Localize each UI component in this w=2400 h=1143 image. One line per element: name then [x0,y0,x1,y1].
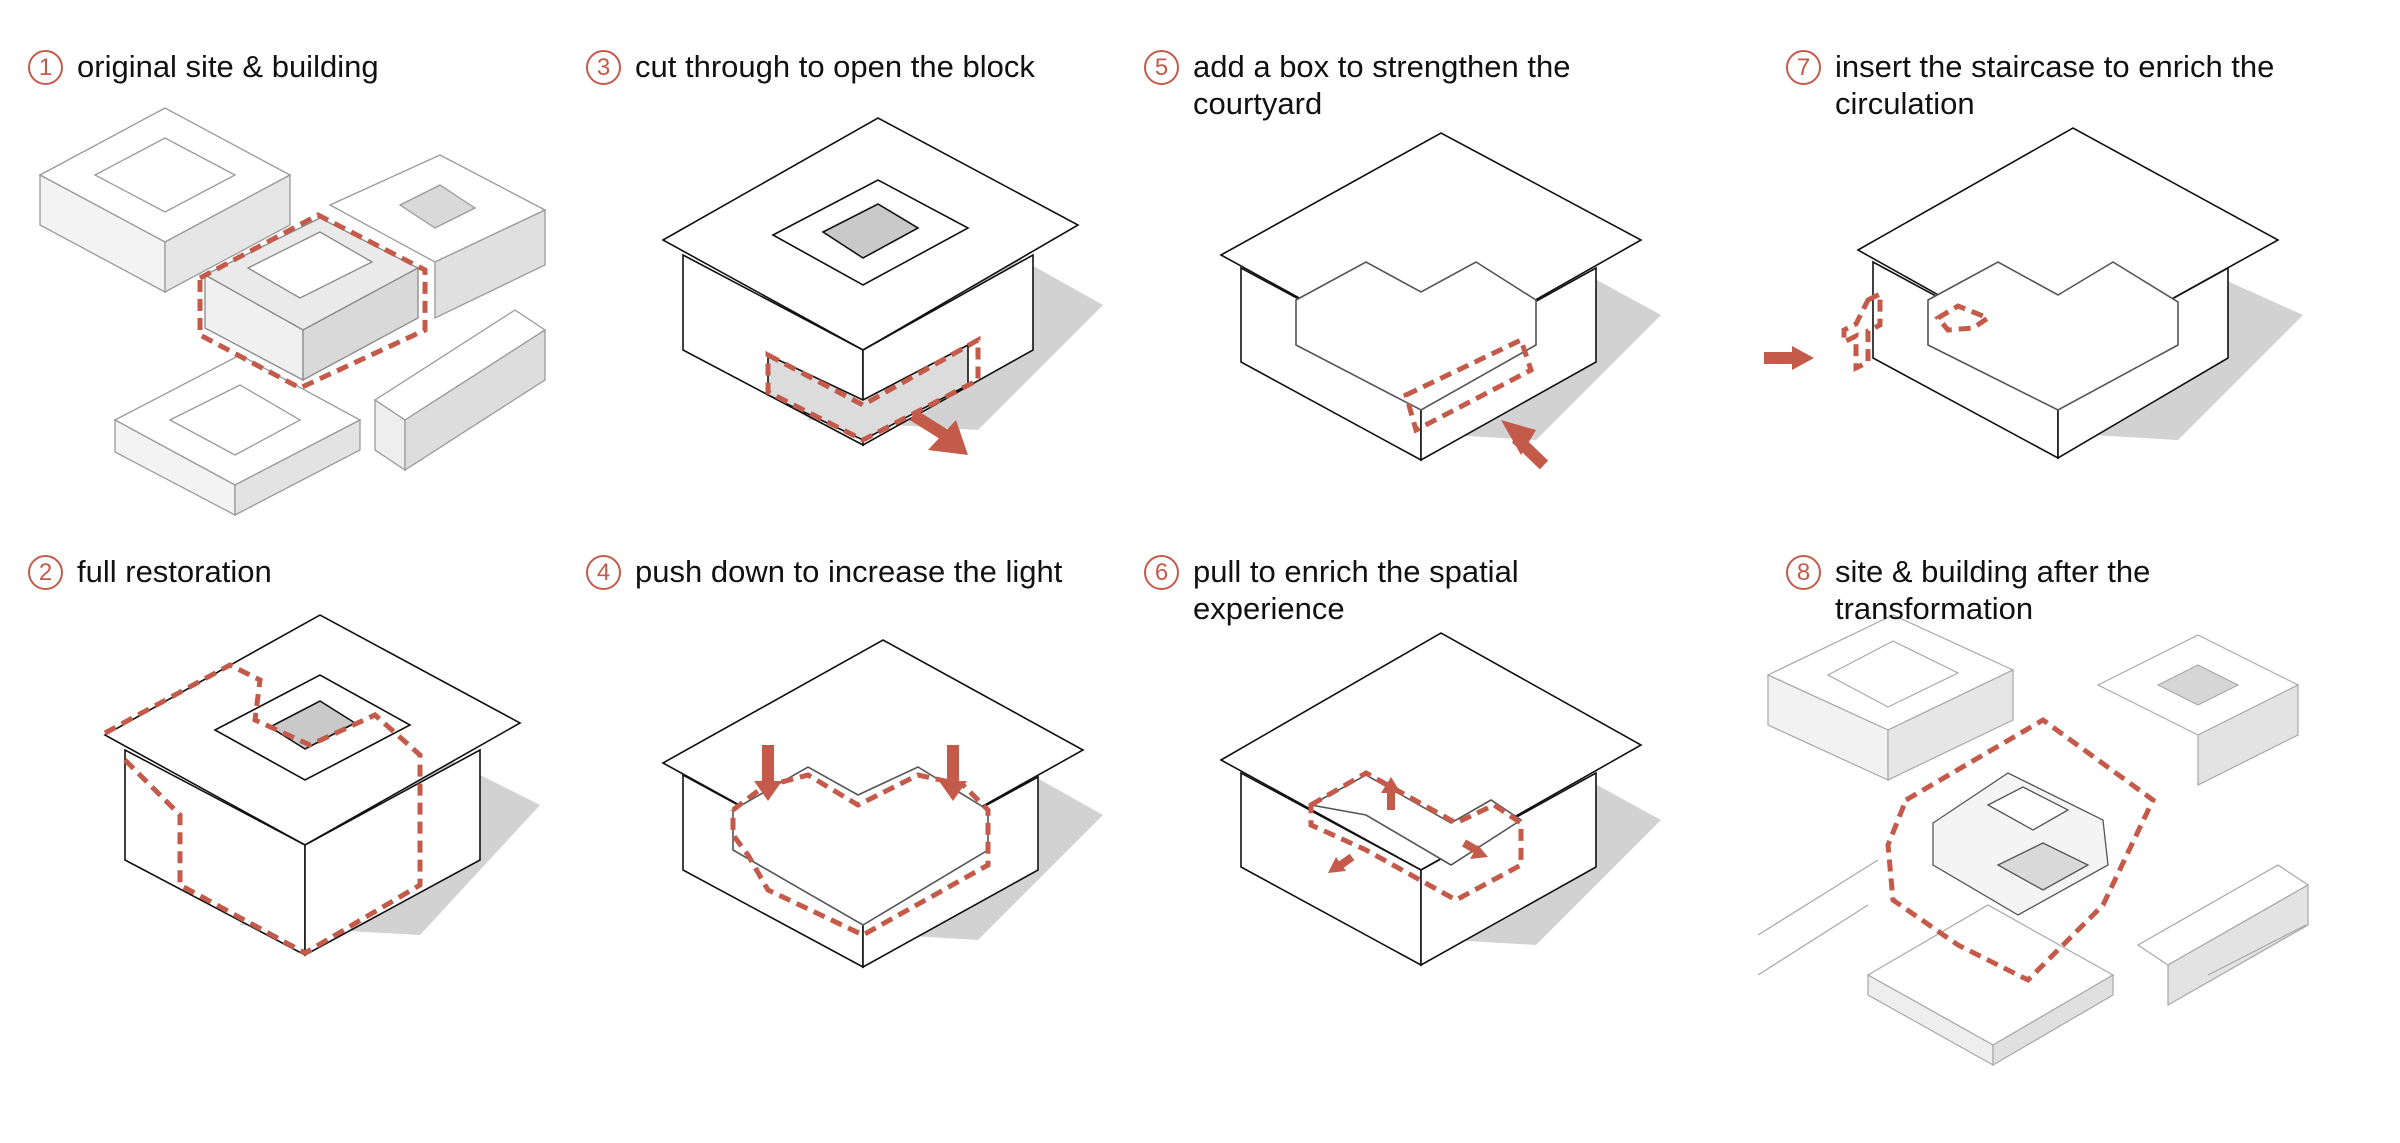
step-caption-2: 2 full restoration [28,553,272,590]
step-panel-6: 6 pull to enrich the spatial experience [1116,505,1676,1025]
step-caption-4: 4 push down to increase the light [586,553,1062,590]
step-panel-7: 7 insert the staircase to enrich the cir… [1758,0,2318,520]
step-label-3: cut through to open the block [635,49,1035,84]
step-number-8: 8 [1786,555,1821,590]
step-number-1: 1 [28,50,63,85]
step-caption-3: 3 cut through to open the block [586,48,1035,85]
step-number-6: 6 [1144,555,1179,590]
step-panel-5: 5 add a box to strengthen the courtyard [1116,0,1676,520]
step-caption-5: 5 add a box to strengthen the courtyard [1144,48,1676,122]
step-label-2: full restoration [77,554,272,589]
step-panel-1: 1 original site & building [0,0,560,520]
step-label-7: insert the staircase to enrich the circu… [1835,49,2275,121]
step-caption-1: 1 original site & building [28,48,379,85]
diagram-pull [1116,505,1676,1025]
step-label-8: site & building after the transformation [1835,554,2151,626]
diagram-add-box [1116,0,1676,520]
step-label-1: original site & building [77,49,379,84]
diagram-insert-staircase [1758,0,2318,520]
step-label-6: pull to enrich the spatial experience [1193,554,1519,626]
diagram-full-restoration [0,505,560,1025]
step-number-2: 2 [28,555,63,590]
diagram-after-transformation [1757,505,2318,1067]
step-caption-8: 8 site & building after the transformati… [1786,553,2318,627]
step-caption-7: 7 insert the staircase to enrich the cir… [1786,48,2274,122]
diagram-original-site [0,0,560,520]
step-panel-8: 8 site & building after the transformati… [1757,505,2318,1067]
step-number-3: 3 [586,50,621,85]
step-number-5: 5 [1144,50,1179,85]
step-caption-6: 6 pull to enrich the spatial experience [1144,553,1676,627]
step-label-5: add a box to strengthen the courtyard [1193,49,1571,121]
step-panel-2: 2 full restoration [0,505,560,1025]
diagram-push-down [558,505,1118,1025]
step-panel-4: 4 push down to increase the light [558,505,1118,1025]
step-number-4: 4 [586,555,621,590]
step-number-7: 7 [1786,50,1821,85]
step-label-4: push down to increase the light [635,554,1063,589]
diagram-cut-through [558,0,1118,520]
step-panel-3: 3 cut through to open the block [558,0,1118,520]
